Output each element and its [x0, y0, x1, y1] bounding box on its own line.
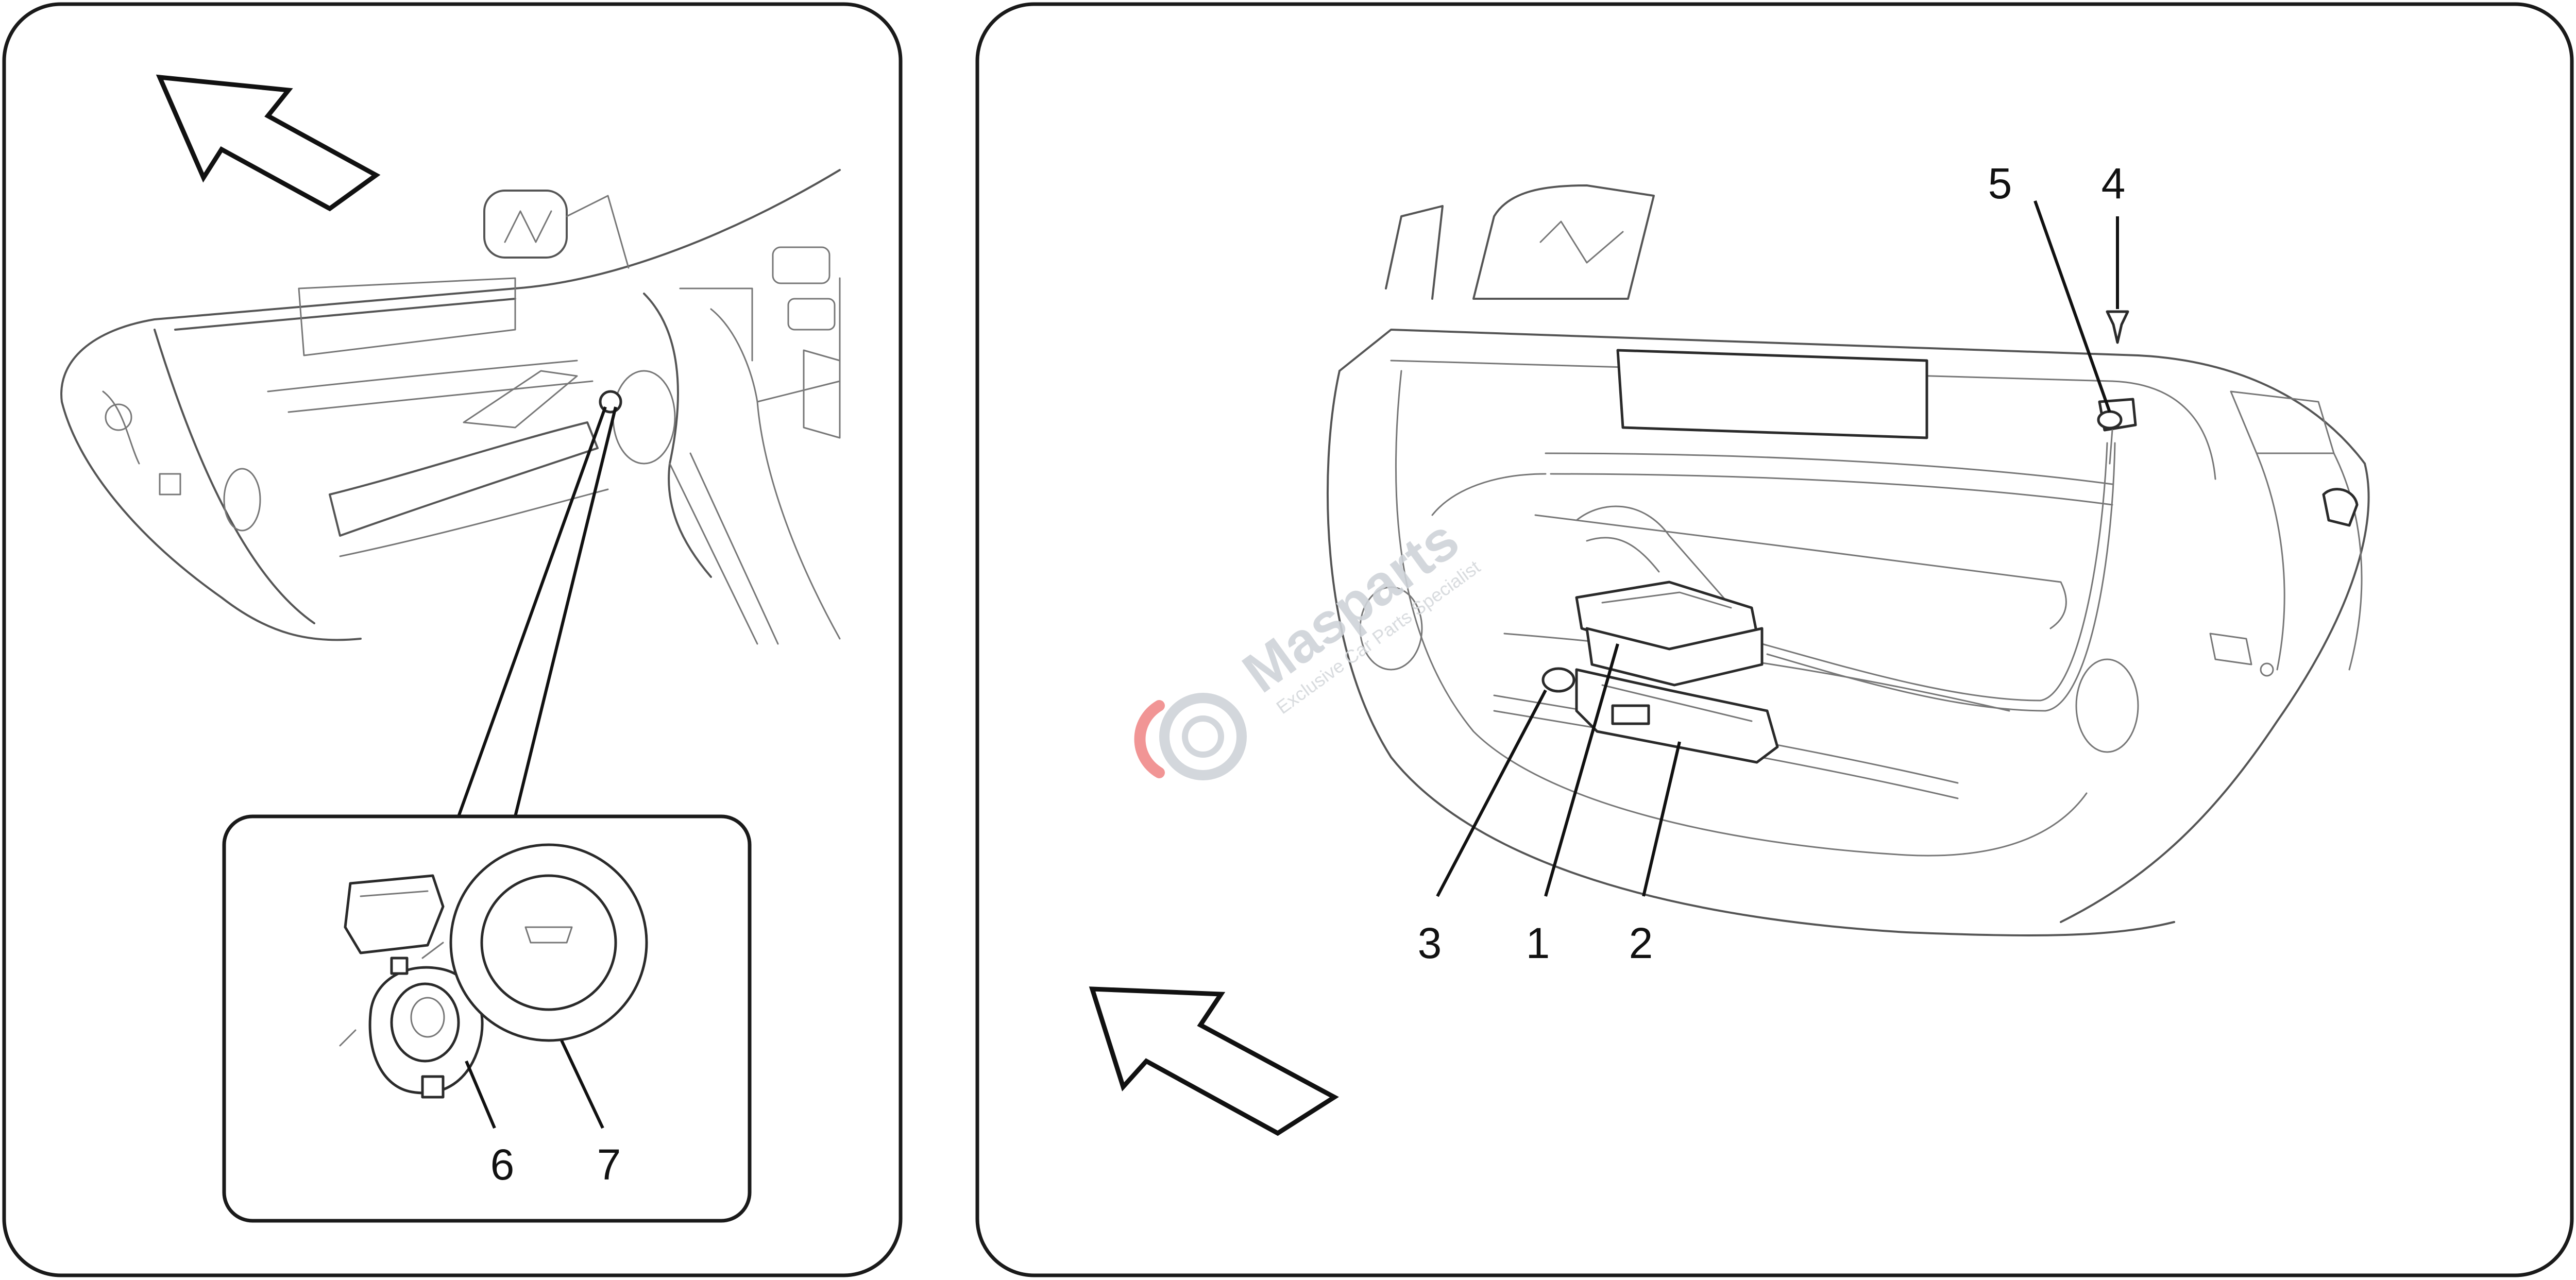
- left-panel: 6 7: [2, 2, 903, 1277]
- callout-7: 7: [597, 1140, 621, 1189]
- left-door-drawing: [60, 169, 841, 645]
- callout-3: 3: [1418, 919, 1442, 967]
- callout-6: 6: [490, 1140, 515, 1189]
- direction-arrow-icon: [1089, 986, 1339, 1136]
- right-panel: 3 1 2 5 4 Masparts Exclusive Car Parts S…: [975, 2, 2574, 1277]
- inset-parts: [339, 843, 648, 1099]
- callout-5: 5: [1988, 159, 2012, 208]
- right-door-drawing: [1326, 184, 2370, 936]
- masparts-logo-icon: [1134, 693, 1247, 780]
- direction-arrow-icon: [156, 74, 381, 212]
- right-panel-frame: [975, 2, 2574, 1277]
- callout-2: 2: [1629, 919, 1653, 967]
- callout-1: 1: [1526, 919, 1550, 967]
- window-switch-assembly: [1541, 581, 1779, 764]
- callout-4: 4: [2102, 159, 2126, 208]
- inset-leader-right: [514, 406, 617, 817]
- inset-leader-left: [457, 406, 607, 817]
